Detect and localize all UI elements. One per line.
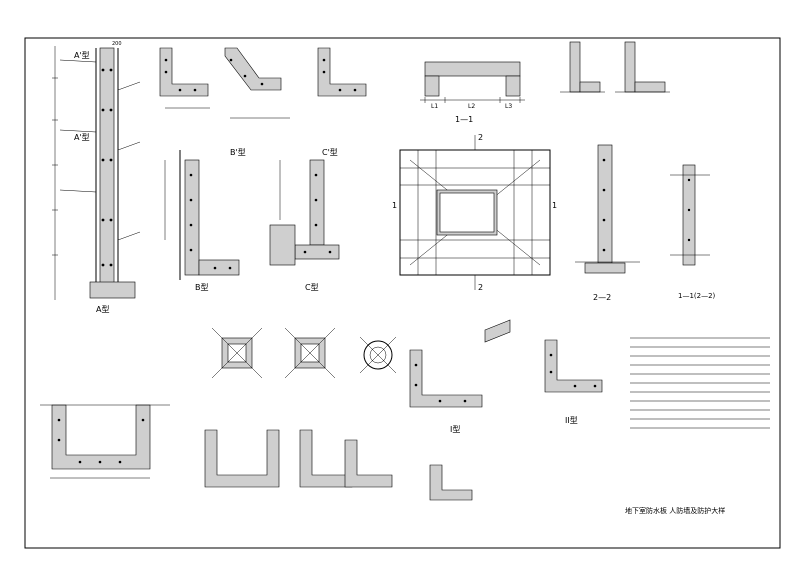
dim-l2: L2 [468,103,475,110]
label-a-type: A型 [96,305,109,314]
label-section-2-2: 2—2 [593,293,611,302]
detail-i-ii-types: I型 II型 [409,319,603,434]
label-ii-type: II型 [565,416,578,425]
label-a-prime-top: A'型 [74,51,90,60]
label-i-type: I型 [450,425,460,434]
dim-l1: L1 [431,103,438,110]
detail-wall-corners [159,47,367,119]
label-b-prime-type: B'型 [230,148,246,157]
dim-a-200: 200 [112,41,122,47]
detail-section-1-1-2-2: 1—1(2—2) [670,164,716,300]
detail-c-type: C型 C'型 [269,148,340,292]
detail-opening-plan: 1 1 2 2 [392,133,557,292]
sheet-border [24,37,781,549]
detail-top-right [560,41,670,93]
label-section-marker-2-top: 2 [478,133,483,142]
detail-section-2-2: 2—2 [575,144,640,302]
label-c-prime-type: C'型 [322,148,338,157]
label-b-type: B型 [195,283,209,292]
drawing-title: 地下室防水板 人防墙及防护大样 [625,506,725,515]
label-section-marker-2-bottom: 2 [478,283,483,292]
detail-b-type: B型 B'型 [164,148,246,292]
detail-trench-left [40,404,170,479]
label-section-1-1: 1—1 [455,115,473,124]
label-section-marker-1-right: 1 [552,201,557,210]
detail-pit-section [204,429,473,501]
detail-a-type: A'型 A'型 A型 200 [52,41,141,314]
detail-square-openings [211,327,397,379]
label-c-type: C型 [305,283,319,292]
label-section-1-1-2-2: 1—1(2—2) [678,292,716,300]
dim-l3: L3 [505,103,512,110]
notes-block [630,337,770,429]
detail-section-1-1: L1 L2 L3 1—1 [420,61,525,124]
label-a-prime-mid: A'型 [74,133,90,142]
label-section-marker-1-left: 1 [392,201,397,210]
